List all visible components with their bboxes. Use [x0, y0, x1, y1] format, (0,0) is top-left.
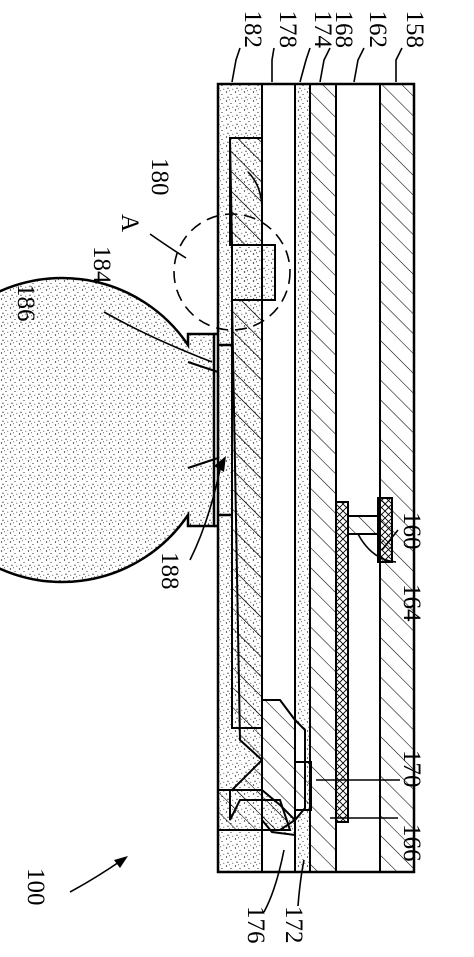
arrow-188-head [214, 456, 226, 472]
bump-pad-profile [214, 332, 232, 528]
label-168: 168 [330, 11, 357, 49]
label-170: 170 [398, 750, 425, 788]
label-176: 176 [242, 906, 269, 944]
contact-164 [347, 515, 379, 535]
arrow-100-head [114, 856, 128, 868]
label-158: 158 [401, 11, 428, 49]
label-160: 160 [398, 512, 425, 550]
layer-labels: 182 178 174 168 162 158 [239, 11, 428, 49]
label-184: 184 [88, 246, 115, 284]
label-188: 188 [156, 552, 183, 590]
label-162: 162 [364, 11, 391, 49]
opening-182-detail [231, 244, 276, 301]
electrode-166 [335, 501, 349, 823]
via-176 [261, 787, 296, 837]
label-164: 164 [398, 584, 425, 622]
label-172: 172 [280, 906, 307, 944]
layer-168 [309, 83, 337, 873]
label-a: A [116, 214, 143, 232]
solder-bump-186 [0, 276, 216, 584]
label-182: 182 [239, 11, 266, 49]
trace-188 [231, 299, 263, 729]
label-180: 180 [146, 158, 173, 196]
detail-circle-a [173, 213, 291, 331]
label-166: 166 [398, 824, 425, 862]
leader-lines [69, 47, 403, 913]
label-174: 174 [309, 11, 336, 49]
pad-180 [229, 137, 263, 246]
part-labels: 180 A 186 184 188 160 164 170 166 176 17… [12, 158, 425, 944]
part-170-172 [294, 761, 312, 811]
pad-160 [377, 497, 393, 563]
label-figure-100: 100 [22, 868, 49, 906]
label-186: 186 [12, 284, 39, 322]
label-178: 178 [274, 11, 301, 49]
